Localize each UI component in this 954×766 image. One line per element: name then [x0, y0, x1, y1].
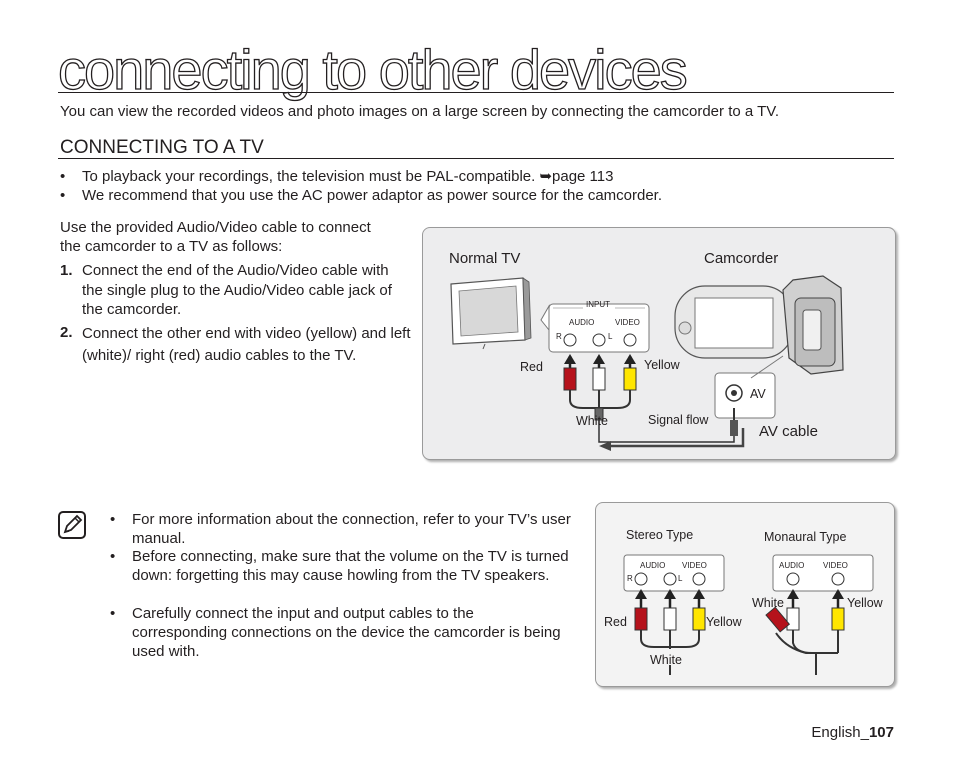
bullet-dot: • — [60, 187, 66, 204]
stereo-type-label: Stereo Type — [626, 528, 694, 542]
signal-flow-label: Signal flow — [648, 413, 709, 427]
l-label: L — [608, 332, 613, 341]
bullet-text: To playback your recordings, the televis… — [82, 168, 614, 185]
note-text: Before connecting, make sure that the vo… — [132, 548, 569, 584]
section-rule — [58, 158, 894, 159]
yellow-label: Yellow — [644, 358, 680, 372]
stereo-plugs — [634, 589, 706, 675]
stereo-video-label: VIDEO — [682, 561, 707, 570]
input-panel — [540, 303, 650, 353]
stereo-l-label: L — [678, 574, 683, 583]
mono-video-label: VIDEO — [823, 561, 848, 570]
av-cable-label: AV cable — [759, 423, 818, 440]
intro-text: You can view the recorded videos and pho… — [60, 103, 780, 120]
note-bullet: • For more information about the connect… — [110, 510, 580, 550]
note-text: Carefully connect the input and output c… — [132, 605, 561, 660]
bullet-item: • To playback your recordings, the telev… — [60, 167, 860, 187]
step-2: 2. Connect the other end with video (yel… — [60, 323, 420, 368]
step-text: Connect the end of the Audio/Video cable… — [82, 262, 392, 318]
mono-plugs — [765, 589, 845, 675]
note-icon-box — [58, 511, 86, 539]
step-number: 1. — [60, 262, 73, 279]
bullet-item: • We recommend that you use the AC power… — [60, 186, 860, 206]
stereo-yellow-label: Yellow — [706, 615, 742, 629]
bullet-dot: • — [110, 548, 116, 565]
page-number: 107 — [868, 724, 894, 741]
bullet-dot: • — [60, 168, 66, 185]
note-bullet: • Carefully connect the input and output… — [110, 604, 580, 664]
note-text: For more information about the connectio… — [132, 511, 571, 547]
instructions-line: Use the provided Audio/Video cable to co… — [60, 219, 371, 236]
step-number: 2. — [60, 324, 73, 341]
camcorder-icon — [674, 275, 844, 375]
white-label: White — [576, 414, 608, 428]
stereo-red-label: Red — [604, 615, 627, 629]
audio-label: AUDIO — [569, 318, 595, 327]
footer-language: English_ — [811, 724, 869, 741]
cable-type-diagram: Stereo Type Monaural Type AUDIO VIDEO R … — [595, 502, 895, 687]
av-label: AV — [750, 387, 766, 401]
input-label: INPUT — [586, 300, 610, 309]
page-title: connecting to other devices — [57, 38, 688, 101]
mono-white-label: White — [752, 596, 784, 610]
section-title: CONNECTING TO A TV — [60, 137, 264, 158]
note-pencil-icon — [58, 511, 86, 539]
cable-type-graphic — [623, 554, 874, 675]
instructions-line: the camcorder to a TV as follows: — [60, 238, 283, 255]
page-footer: English_107 — [811, 724, 894, 741]
rca-plugs — [563, 354, 637, 421]
mono-yellow-label: Yellow — [847, 596, 883, 610]
av-jack-panel — [714, 355, 784, 419]
camcorder-label: Camcorder — [704, 250, 779, 267]
tv-connection-diagram: Normal TV Camcorder INPUT AUDIO VIDEO R … — [422, 227, 896, 460]
mono-audio-label: AUDIO — [779, 561, 805, 570]
av-cable — [598, 408, 738, 443]
note-bullet: • Before connecting, make sure that the … — [110, 547, 580, 607]
video-label: VIDEO — [615, 318, 640, 327]
monaural-type-label: Monaural Type — [764, 530, 847, 544]
step-1: 1. Connect the end of the Audio/Video ca… — [60, 261, 420, 321]
bullet-dot: • — [110, 605, 116, 622]
red-label: Red — [520, 360, 543, 374]
tv-icon — [450, 277, 532, 350]
bullet-dot: • — [110, 511, 116, 528]
stereo-r-label: R — [627, 574, 633, 583]
stereo-white-label: White — [650, 653, 682, 667]
r-label: R — [556, 332, 562, 341]
bullet-text: We recommend that you use the AC power a… — [82, 187, 663, 204]
stereo-audio-label: AUDIO — [640, 561, 666, 570]
normal-tv-label: Normal TV — [449, 250, 521, 267]
title-rule — [58, 92, 894, 93]
tv-connection-graphic — [450, 275, 844, 451]
step-text: Connect the other end with video (yellow… — [82, 325, 411, 364]
signal-flow-arrow — [599, 428, 745, 451]
